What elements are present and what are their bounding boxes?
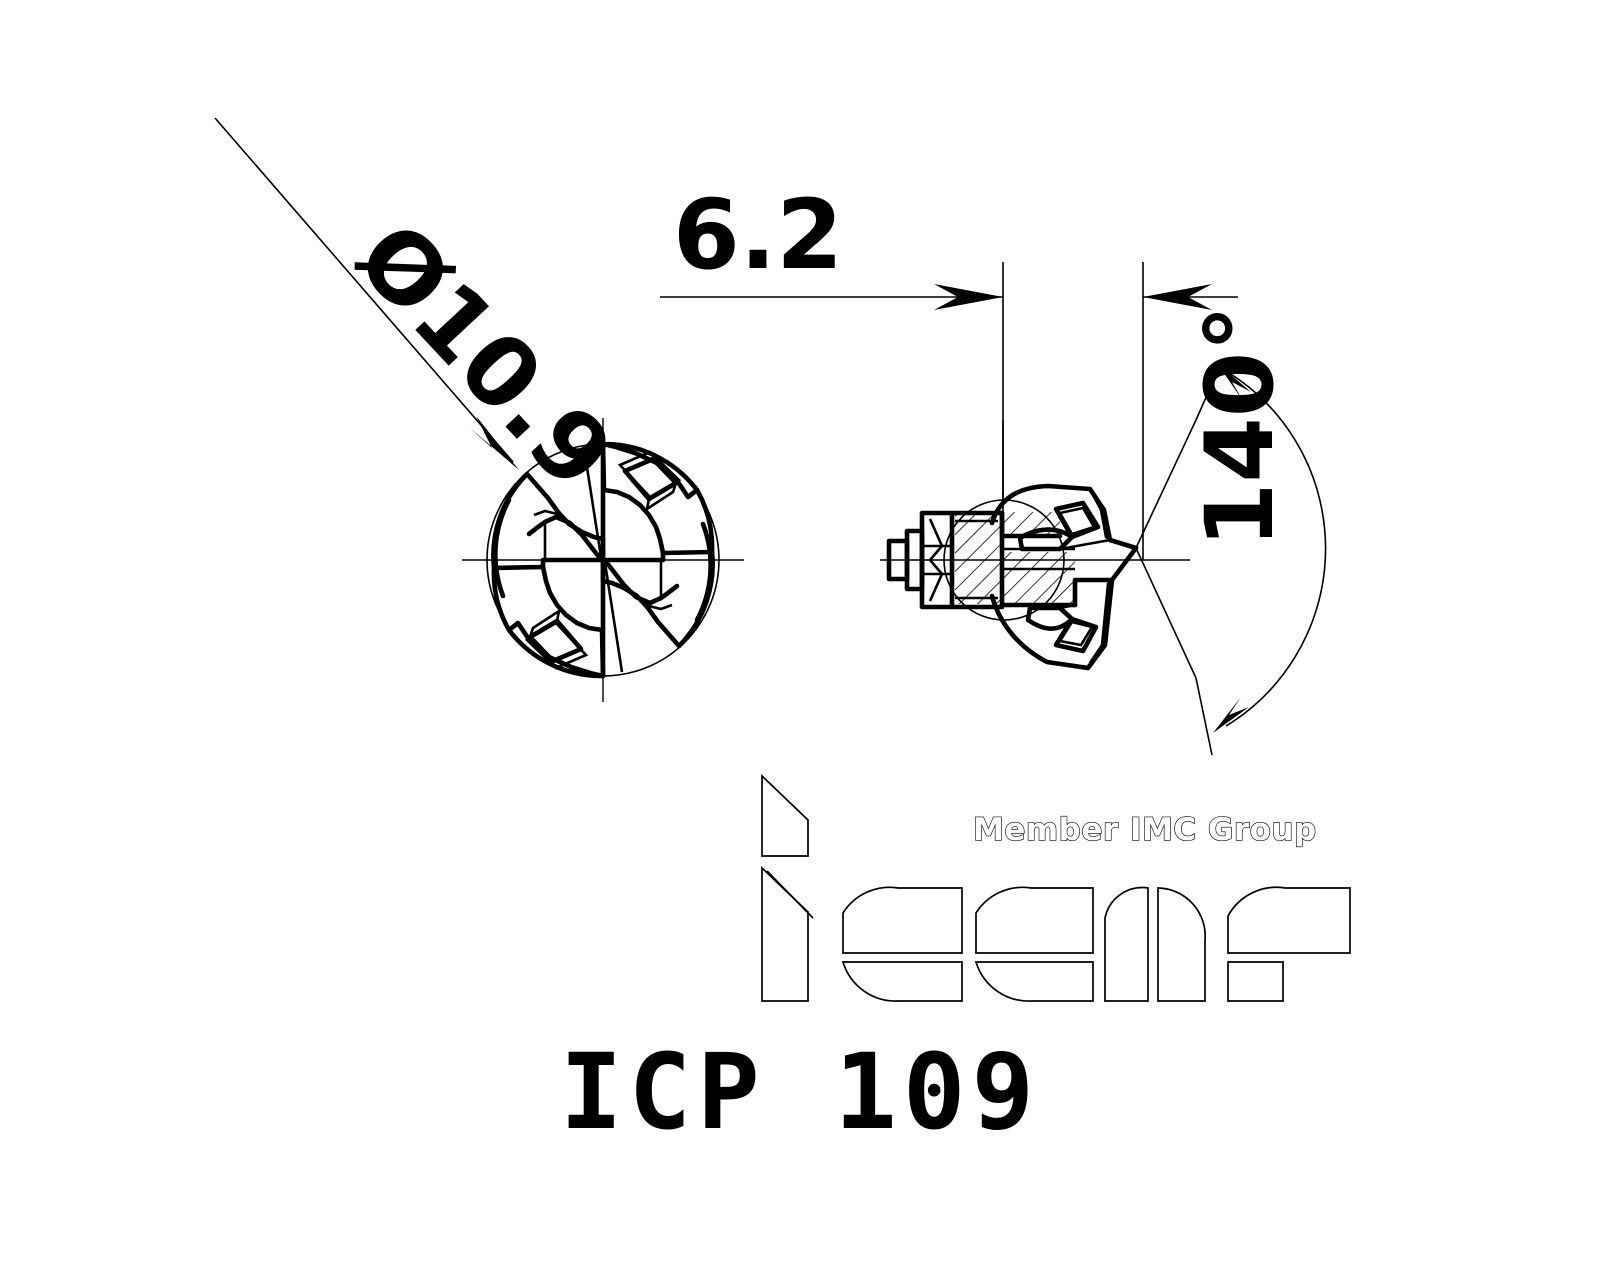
diameter-leader-arrowhead: [470, 416, 519, 470]
end-view-group: [462, 418, 744, 702]
diameter-leader-line: [214, 117, 514, 463]
angle-leader-upper-ext: [1195, 367, 1220, 421]
side-view-body-section: [949, 510, 1078, 610]
angle-dimension-arc: [1225, 370, 1327, 727]
logo-letter-c-bottom: [974, 961, 1094, 1002]
side-view-head-upper-profile: [989, 483, 1139, 551]
length-dimension-label: 6.2: [673, 179, 843, 291]
side-view-flute-upper: [1053, 500, 1101, 540]
logo-letter-r-bottom: [1227, 961, 1284, 1002]
side-view-flute-lower: [1053, 616, 1099, 654]
end-view-body-arc-right: [694, 521, 713, 623]
end-view-relief-upper: [533, 509, 573, 526]
end-view-land-edge-upper: [543, 522, 603, 562]
logo-letter-s-bottom: [841, 961, 963, 1002]
side-view-section-hatching: [955, 512, 1075, 605]
end-view-gash-curve-upper: [542, 514, 602, 560]
angle-arrowhead-upper: [1217, 363, 1251, 401]
side-view-head-lower-profile: [989, 545, 1139, 671]
logo-letter-c-top: [975, 886, 1094, 954]
logo-mark-lower-slash: [761, 866, 809, 1002]
angle-leader-lower-ext: [1195, 677, 1213, 756]
length-dimension-group: 6.2: [660, 179, 1238, 560]
logo-letter-a-left: [1104, 886, 1149, 1002]
end-view-land-edge-lower: [603, 558, 663, 598]
side-view-cutting-head: [989, 483, 1139, 671]
side-view-gash-lower: [1025, 605, 1075, 631]
end-view-gash-mirror: [604, 560, 680, 611]
angle-leader-lower: [1135, 547, 1197, 679]
diameter-dimension-label: Ø10.9: [335, 201, 634, 510]
page-title: ICP 109: [560, 1031, 1040, 1153]
side-view-shank-internal-profile: [928, 518, 944, 602]
angle-leader-upper: [1135, 419, 1197, 549]
side-view-shank: [886, 510, 955, 610]
end-view-flute-face-upper: [582, 447, 603, 558]
iscar-logo: Member IMC Group: [761, 774, 1351, 1002]
side-view-shank-steps: [922, 544, 952, 576]
side-view-head-edge-lines: [1059, 538, 1111, 610]
angle-arrowhead-lower: [1213, 697, 1249, 733]
side-view-flute-lower-inner: [1057, 620, 1095, 647]
side-view-head-bore-step: [1072, 577, 1115, 608]
side-view-gash-upper: [1017, 527, 1075, 552]
logo-mark-diagonal: [766, 870, 814, 919]
logo-letter-s-top: [842, 886, 963, 954]
length-dimension-arrowhead-left: [934, 284, 1003, 310]
logo-letter-a-right: [1157, 887, 1206, 1002]
point-angle-dimension-group: 140°: [1135, 305, 1327, 756]
logo-mark-upper-slash: [761, 774, 809, 857]
side-view-group: [880, 420, 1190, 671]
logo-letter-r-top: [1227, 886, 1351, 954]
diameter-dimension-group: Ø10.9: [214, 117, 634, 511]
end-view-insert-seat-bottom: [524, 608, 589, 670]
imc-group-tagline: Member IMC Group: [973, 812, 1317, 848]
end-view-flute-face-lower: [603, 562, 624, 673]
length-dimension-arrowhead-right: [1143, 284, 1212, 310]
side-view-head-chamfer-top: [1090, 492, 1111, 542]
point-angle-label: 140°: [1186, 305, 1295, 548]
end-view-gash-upper: [559, 447, 586, 472]
end-view-insert-seat-top: [617, 450, 682, 512]
side-view-flute-upper-inner: [1057, 506, 1096, 536]
end-view-web-upper: [526, 519, 548, 537]
end-view-body-arc-left: [493, 497, 512, 599]
